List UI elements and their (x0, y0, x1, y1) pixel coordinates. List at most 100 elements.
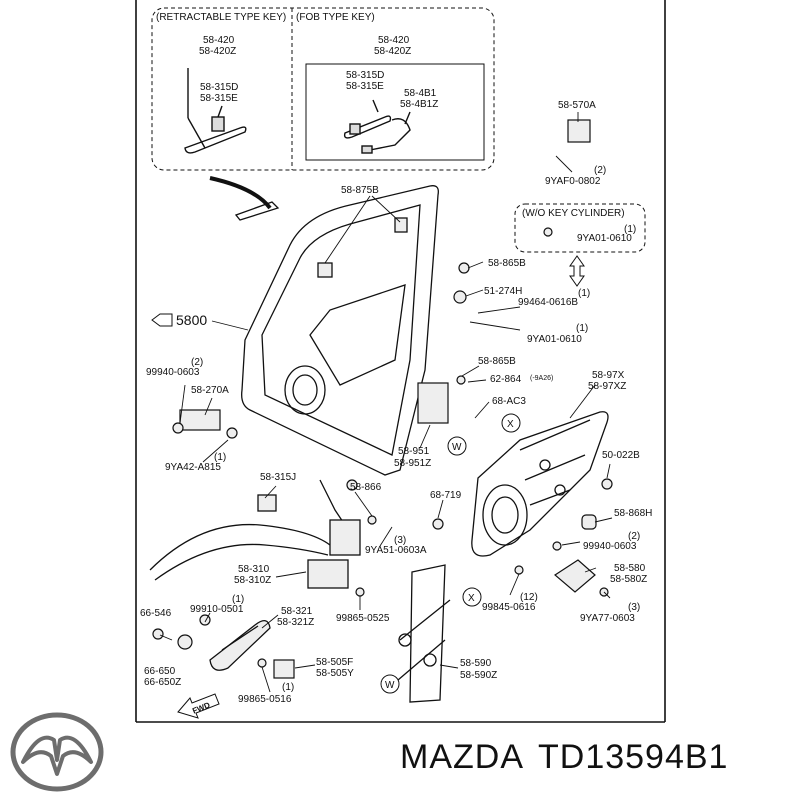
part-label: 58-865B (488, 258, 526, 269)
fob-inner-box (305, 63, 485, 161)
part-label: 58-505Y (316, 668, 354, 679)
part-label: (3) (394, 535, 406, 546)
part-label: 58-420 (378, 35, 410, 46)
ref-circle-x1 (501, 413, 521, 433)
part-label: (2) (191, 357, 203, 368)
leader-lines (159, 112, 613, 693)
part-label: 58-420 (203, 35, 235, 46)
part-label: 66-650Z (144, 677, 181, 688)
part-label: 58-310Z (234, 575, 271, 586)
part-label: 58-315D (346, 70, 384, 81)
part-label: X (468, 593, 475, 604)
part-label: 58-315E (346, 81, 384, 92)
part-label: 99940-0603 (583, 541, 637, 552)
door-panel (234, 185, 439, 476)
callout-swoosh (209, 176, 272, 210)
part-label: 58-866 (350, 482, 382, 493)
part-label: (1) (282, 682, 294, 693)
part-label: 99940-0603 (146, 367, 200, 378)
wo-key-cylinder-box (514, 203, 646, 253)
outer-handle-fob (343, 99, 411, 154)
part-label: 9YA01-0610 (527, 334, 582, 345)
pointer-hand-icon (151, 313, 173, 327)
part-number: TD13594B1 (538, 738, 729, 776)
part-label: (1) (214, 452, 226, 463)
part-label: 68-AC3 (492, 396, 526, 407)
part-label: 58-590Z (460, 670, 497, 681)
part-label: 58-315E (200, 93, 238, 104)
part-label: (12) (520, 592, 538, 603)
part-label: (1) (232, 594, 244, 605)
double-arrow-icon (569, 255, 585, 287)
part-label: (3) (628, 602, 640, 613)
ref-circle-w2 (380, 674, 400, 694)
part-label: 66-546 (140, 608, 172, 619)
part-label: 58-875B (341, 185, 379, 196)
part-label: 99464-0616B (518, 297, 578, 308)
part-label: 58-580 (614, 563, 646, 574)
part-label: 58-865B (478, 356, 516, 367)
ref-circle-w1 (447, 436, 467, 456)
part-label: 9YA42-A815 (165, 462, 221, 473)
part-label: (2) (594, 165, 606, 176)
part-label: 68-719 (430, 490, 462, 501)
ref-circle-x2 (462, 587, 482, 607)
part-label: 58-315J (260, 472, 296, 483)
part-label: 58-590 (460, 658, 492, 669)
inner-handle (209, 620, 271, 671)
small-components (152, 119, 613, 679)
brand-footer: MAZDA TD13594B1 (400, 738, 742, 777)
window-regulator-panel (471, 411, 609, 557)
window-regulator (397, 564, 451, 703)
part-label: (1) (576, 323, 588, 334)
part-label: 99910-0501 (190, 604, 244, 615)
mazda-logo (10, 712, 104, 792)
wo-key-cylinder-title: (W/O KEY CYLINDER) (522, 208, 625, 219)
part-label: 58-4B1 (404, 88, 437, 99)
part-label: (1) (578, 288, 590, 299)
key-type-box (151, 7, 495, 171)
part-label: (-9A26) (530, 375, 553, 382)
part-label: X (507, 419, 514, 430)
part-label: 5800 (176, 312, 207, 328)
part-label: 58-868H (614, 508, 652, 519)
part-label: 58-315D (200, 82, 238, 93)
part-label: 9YA01-0610 (577, 233, 632, 244)
part-label: 99865-0516 (238, 694, 292, 705)
part-label: 58-321Z (277, 617, 314, 628)
brand-name: MAZDA (400, 738, 524, 776)
part-label: 9YAF0-0802 (545, 176, 601, 187)
part-label: 9YA51-0603A (365, 545, 427, 556)
part-label: 58-97X (592, 370, 625, 381)
part-label: 58-321 (281, 606, 313, 617)
part-label: 58-951 (398, 446, 430, 457)
part-label: 58-270A (191, 385, 229, 396)
part-label: 50-022B (602, 450, 640, 461)
part-label: 58-580Z (610, 574, 647, 585)
part-label: 58-505F (316, 657, 353, 668)
part-label: 58-310 (238, 564, 270, 575)
fob-title: (FOB TYPE KEY) (296, 12, 375, 23)
part-label: 58-420Z (199, 46, 236, 57)
part-label: 58-4B1Z (400, 99, 438, 110)
outer-handle-retractable (184, 68, 247, 154)
part-label: W (452, 442, 462, 453)
part-label: 51-274H (484, 286, 522, 297)
part-label: W (385, 680, 395, 691)
part-label: 9YA77-0603 (580, 613, 635, 624)
part-label: (2) (628, 531, 640, 542)
part-label: 99865-0525 (336, 613, 390, 624)
part-label: 58-951Z (394, 458, 431, 469)
retractable-title: (RETRACTABLE TYPE KEY) (156, 12, 286, 23)
part-labels: 58-420 58-420Z 58-315D 58-315E 58-420 58… (140, 35, 652, 716)
part-label: 58-570A (558, 100, 596, 111)
door-latch-and-cables (149, 479, 361, 589)
part-label: 58-97XZ (588, 381, 626, 392)
part-label: (1) (624, 224, 636, 235)
part-label: 99845-0616 (482, 602, 536, 613)
part-label: 58-420Z (374, 46, 411, 57)
fwd-arrow-icon (177, 693, 220, 719)
part-label: 62-864 (490, 374, 522, 385)
